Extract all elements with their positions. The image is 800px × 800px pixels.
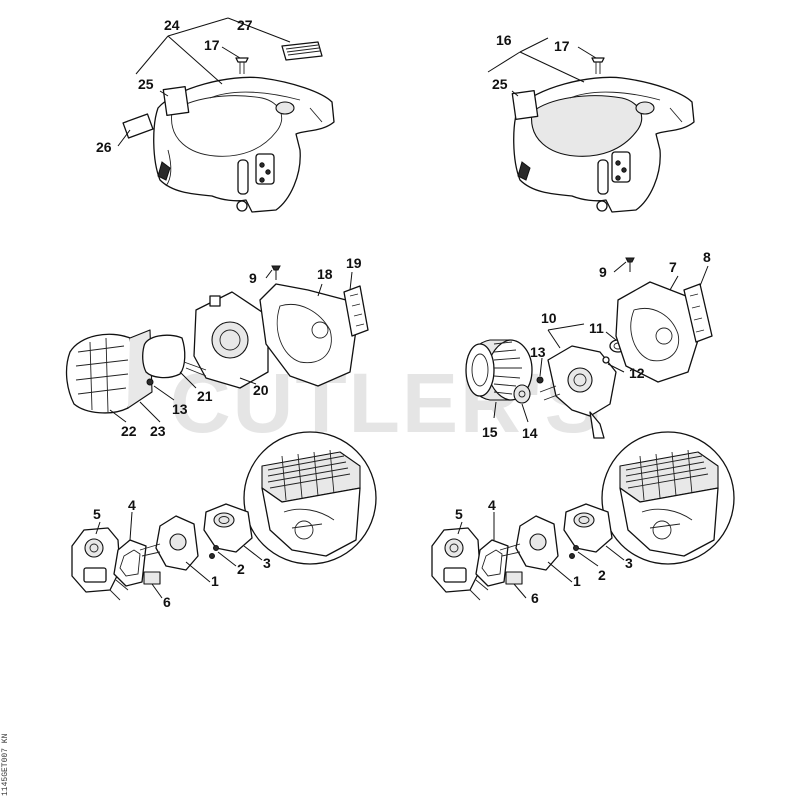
- label-20: 20: [253, 382, 269, 398]
- label-6: 6: [531, 590, 539, 606]
- label-12: 12: [629, 365, 645, 381]
- label-6: 6: [163, 594, 171, 610]
- label-5: 5: [455, 506, 463, 522]
- label-9: 9: [599, 264, 607, 280]
- label-25: 25: [492, 76, 508, 92]
- document-code: 1145GET007 KN: [1, 733, 10, 796]
- label-10: 10: [541, 310, 557, 326]
- label-24: 24: [164, 17, 180, 33]
- label-19: 19: [346, 255, 362, 271]
- carburetor-assembly-left: [71, 431, 377, 601]
- label-23: 23: [150, 423, 166, 439]
- label-8: 8: [703, 249, 711, 265]
- label-9: 9: [249, 270, 257, 286]
- label-5: 5: [93, 506, 101, 522]
- label-27: 27: [237, 17, 253, 33]
- label-1: 1: [211, 573, 219, 589]
- label-26: 26: [96, 139, 112, 155]
- carburetor-assembly-right: [431, 431, 735, 601]
- label-11: 11: [589, 320, 604, 336]
- label-17: 17: [204, 37, 220, 53]
- label-17: 17: [554, 38, 570, 54]
- label-16: 16: [496, 32, 512, 48]
- label-2: 2: [237, 561, 245, 577]
- label-13: 13: [530, 344, 546, 360]
- label-25: 25: [138, 76, 154, 92]
- label-7: 7: [669, 259, 677, 275]
- label-15: 15: [482, 424, 498, 440]
- cover-assembly-right: [487, 37, 695, 213]
- label-18: 18: [317, 266, 333, 282]
- label-22: 22: [121, 423, 137, 439]
- air-filter-assembly-left: [65, 265, 369, 423]
- label-4: 4: [488, 497, 496, 513]
- label-21: 21: [197, 388, 213, 404]
- air-filter-assembly-right: [465, 257, 713, 439]
- label-3: 3: [625, 555, 633, 571]
- label-13: 13: [172, 401, 188, 417]
- label-14: 14: [522, 425, 538, 441]
- label-3: 3: [263, 555, 271, 571]
- label-1: 1: [573, 573, 581, 589]
- label-2: 2: [598, 567, 606, 583]
- cover-assembly-left: [117, 17, 335, 213]
- label-4: 4: [128, 497, 136, 513]
